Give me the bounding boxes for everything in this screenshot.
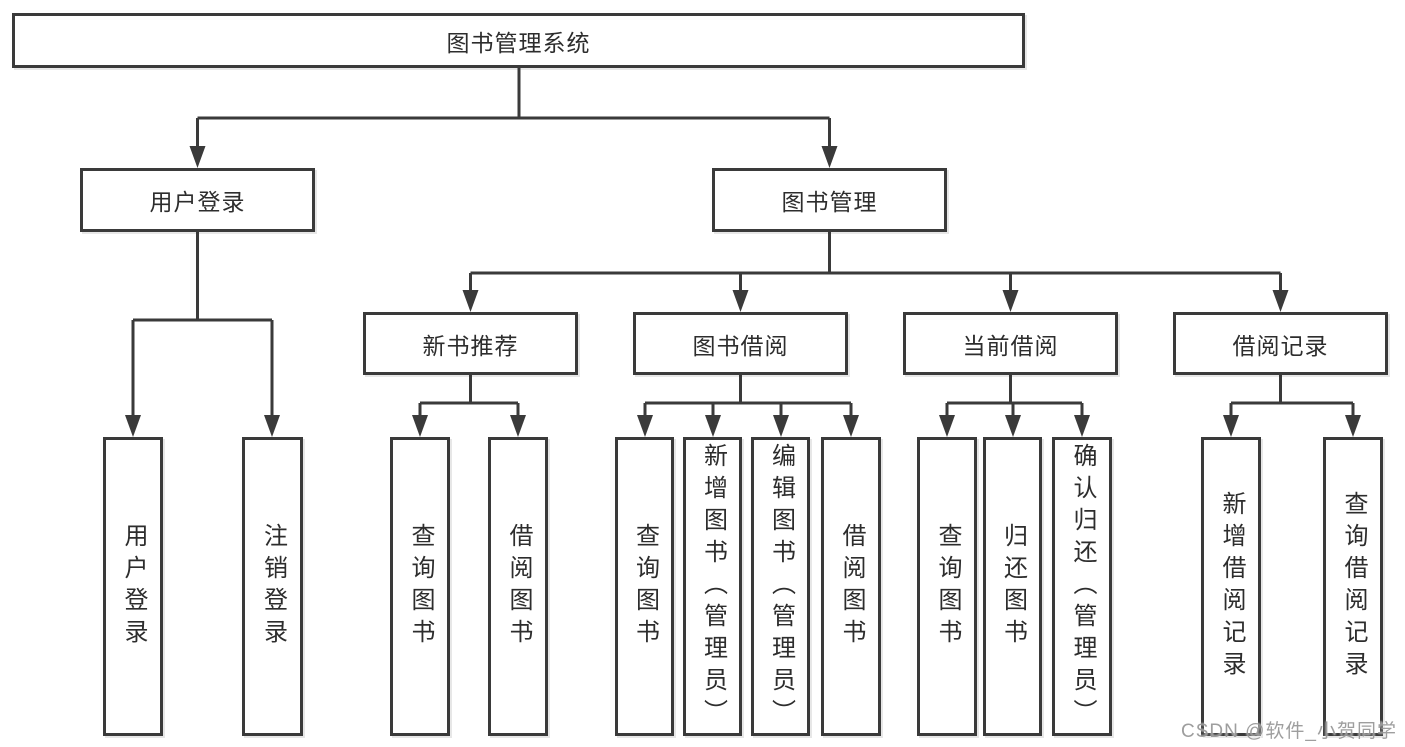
leaf-confirm-return-admin: 确认归还（管理员） [1052, 437, 1112, 736]
node-book-management-label: 图书管理 [781, 189, 878, 215]
leaf-add-books-admin-label: 新增图书（管理员） [699, 442, 727, 731]
node-current-borrowing: 当前借阅 [903, 312, 1118, 375]
node-current-borrowing-label: 当前借阅 [962, 332, 1059, 359]
leaf-logout-login-label: 注销登录 [259, 522, 287, 651]
leaf-query-books-borrow: 查询图书 [615, 437, 674, 736]
leaf-user-login-label: 用户登录 [120, 522, 147, 651]
leaf-query-borrow-record: 查询借阅记录 [1323, 437, 1383, 736]
leaf-logout-login: 注销登录 [242, 437, 303, 736]
leaf-return-books-label: 归还图书 [999, 522, 1027, 651]
leaf-query-books-recommend: 查询图书 [390, 437, 450, 736]
leaf-borrow-books-borrow-label: 借阅图书 [838, 522, 865, 651]
node-borrowing-records: 借阅记录 [1173, 312, 1388, 375]
leaf-add-borrow-record-label: 新增借阅记录 [1218, 490, 1245, 683]
leaf-query-books-recommend-label: 查询图书 [407, 522, 434, 651]
node-book-borrowing-label: 图书借阅 [692, 332, 789, 359]
leaf-query-borrow-record-label: 查询借阅记录 [1340, 490, 1367, 683]
leaf-query-books-current-label: 查询图书 [934, 522, 961, 651]
leaf-borrow-books-recommend: 借阅图书 [488, 437, 548, 736]
node-new-book-recommend-label: 新书推荐 [422, 332, 519, 359]
node-book-management: 图书管理 [712, 168, 947, 232]
csdn-watermark: CSDN @软件_小贺同学 [1181, 721, 1397, 742]
connector-paths [131, 68, 1355, 421]
leaf-query-books-borrow-label: 查询图书 [631, 522, 659, 651]
leaf-borrow-books-recommend-label: 借阅图书 [505, 522, 532, 651]
node-user-login-label: 用户登录 [149, 189, 246, 215]
leaf-confirm-return-admin-label: 确认归还（管理员） [1069, 442, 1096, 731]
node-book-borrowing: 图书借阅 [633, 312, 848, 375]
leaf-user-login: 用户登录 [103, 437, 163, 736]
node-user-login: 用户登录 [80, 168, 315, 232]
leaf-edit-books-admin-label: 编辑图书（管理员） [767, 442, 795, 731]
node-new-book-recommend: 新书推荐 [363, 312, 578, 375]
connector-arrowheads [125, 146, 1361, 437]
leaf-query-books-current: 查询图书 [917, 437, 977, 736]
leaf-add-borrow-record: 新增借阅记录 [1201, 437, 1261, 736]
leaf-edit-books-admin: 编辑图书（管理员） [751, 437, 810, 736]
leaf-borrow-books-borrow: 借阅图书 [821, 437, 881, 736]
node-borrowing-records-label: 借阅记录 [1232, 332, 1329, 359]
leaf-return-books: 归还图书 [983, 437, 1042, 736]
node-root-label: 图书管理系统 [446, 29, 591, 56]
leaf-add-books-admin: 新增图书（管理员） [683, 437, 742, 736]
node-root: 图书管理系统 [12, 13, 1025, 68]
